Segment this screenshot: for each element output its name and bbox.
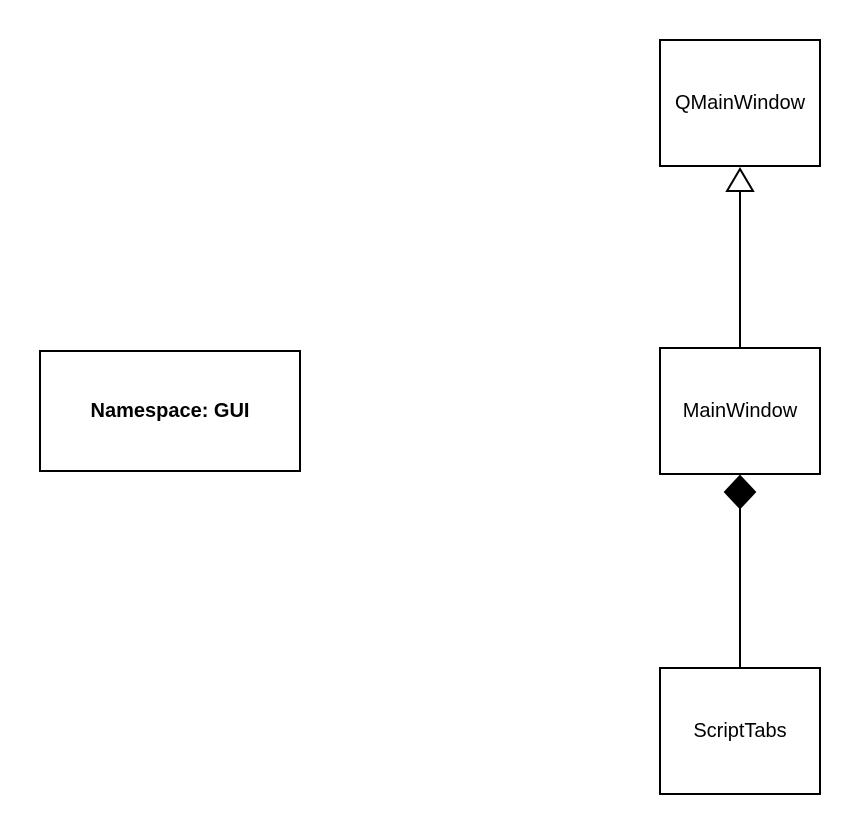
class-box-scripttabs[interactable]: ScriptTabs [659, 667, 821, 795]
class-box-qmainwindow[interactable]: QMainWindow [659, 39, 821, 167]
namespace-label: Namespace: GUI [90, 399, 250, 422]
class-label-mainwindow: MainWindow [682, 399, 798, 422]
inheritance-arrowhead-icon [725, 167, 755, 192]
class-box-mainwindow[interactable]: MainWindow [659, 347, 821, 475]
composition-diamond-icon [723, 474, 757, 510]
namespace-box[interactable]: Namespace: GUI [39, 350, 301, 472]
class-label-qmainwindow: QMainWindow [674, 91, 806, 114]
class-label-scripttabs: ScriptTabs [693, 719, 787, 742]
